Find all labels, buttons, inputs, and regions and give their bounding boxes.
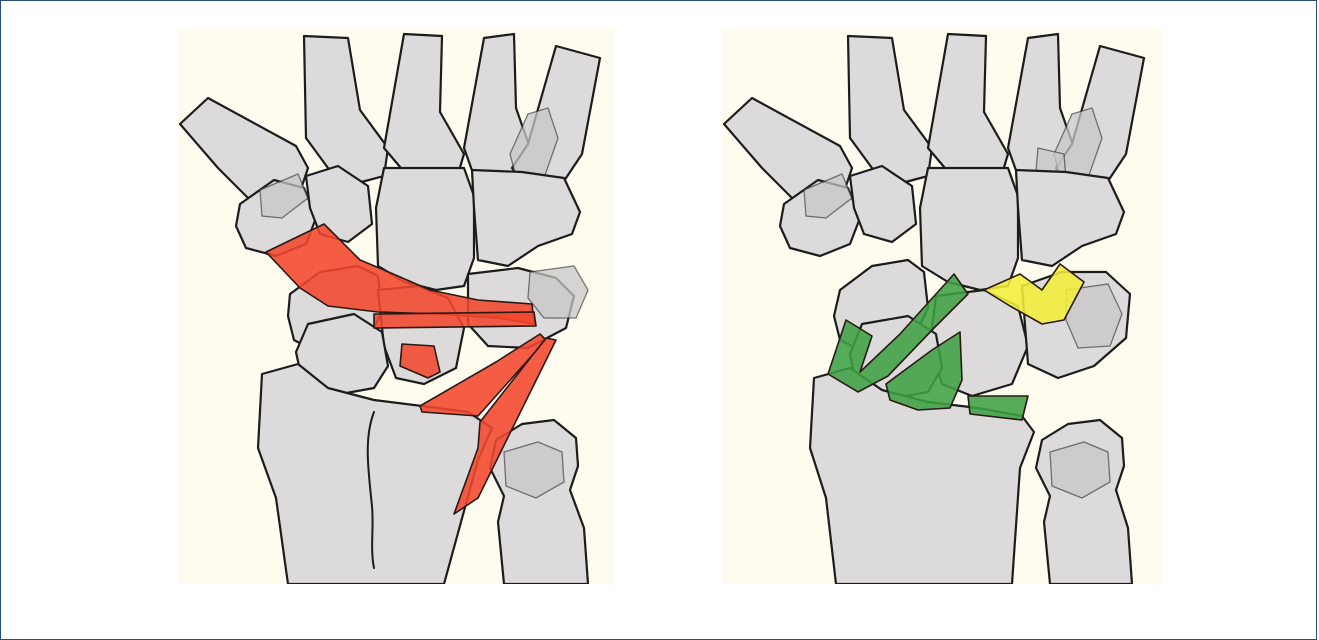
ligament-long-radiolunate bbox=[374, 312, 536, 328]
hamate bbox=[472, 170, 580, 266]
hamate bbox=[1016, 170, 1124, 266]
metacarpal-index bbox=[304, 36, 388, 184]
metacarpal-index bbox=[848, 36, 932, 184]
capitate bbox=[376, 168, 474, 290]
right-wrist-svg bbox=[722, 28, 1162, 584]
metacarpal-middle bbox=[928, 34, 1008, 174]
capitate bbox=[920, 168, 1018, 290]
pisiform bbox=[528, 266, 588, 318]
left-wrist-diagram bbox=[178, 28, 614, 584]
metacarpal-middle bbox=[384, 34, 464, 174]
left-wrist-svg bbox=[178, 28, 614, 584]
right-wrist-diagram bbox=[722, 28, 1162, 584]
